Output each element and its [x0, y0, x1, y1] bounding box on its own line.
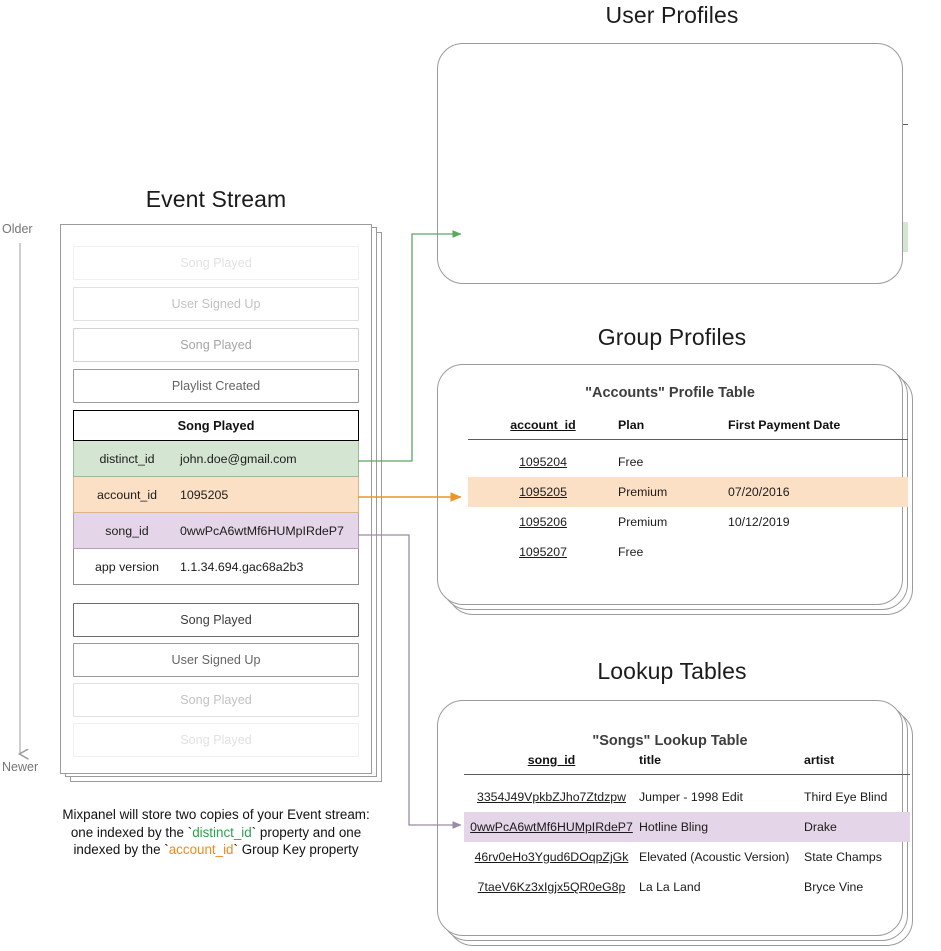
accounts-col-account-id: account_id [468, 418, 618, 440]
property-key: account_id [97, 487, 157, 502]
cell-account-id: 1095206 [519, 515, 567, 529]
accounts-table-title: "Accounts" Profile Table [585, 385, 755, 401]
users-profile-card [437, 43, 903, 284]
event-item[interactable]: Song Played [73, 683, 359, 717]
property-key: distinct_id [99, 451, 155, 466]
cell-title: Jumper - 1998 Edit [639, 790, 743, 804]
cell-plan: Free [618, 455, 644, 469]
cell-song-id: 0wwPcA6wtMf6HUMpIRdeP7 [464, 812, 639, 842]
cell-plan: Premium [618, 477, 728, 507]
cell-plan: Premium [618, 515, 668, 529]
cell-title: Hotline Bling [639, 812, 804, 842]
table-row[interactable]: 7taeV6Kz3xIgjx5QR0eG8p La La Land Bryce … [464, 872, 910, 902]
cell-first-payment-date: 10/12/2019 [728, 515, 790, 529]
lookup-tables-title: Lookup Tables [597, 658, 747, 684]
event-property-song-id[interactable]: song_id 0wwPcA6wtMf6HUMpIRdeP7 [73, 513, 359, 549]
caption-line-3-suffix: ` Group Key property [233, 842, 359, 857]
table-row[interactable]: 1095204 Free [468, 447, 908, 477]
cell-song-id: 46rv0eHo3Ygud6DOqpZjGk [474, 850, 629, 864]
table-row[interactable]: 1095207 Free [468, 537, 908, 567]
event-stream-list: Song Played User Signed Up Song Played P… [60, 224, 372, 774]
caption-line-3: indexed by the `account_id` Group Key pr… [28, 841, 404, 859]
group-profiles-title: Group Profiles [597, 324, 747, 350]
event-item[interactable]: Song Played [73, 246, 359, 280]
table-header-row: account_id Plan First Payment Date [468, 418, 908, 440]
cell-first-payment-date: 07/20/2016 [728, 477, 908, 507]
table-row[interactable]: 46rv0eHo3Ygud6DOqpZjGk Elevated (Acousti… [464, 842, 910, 872]
event-item[interactable]: User Signed Up [73, 643, 359, 677]
cell-song-id: 7taeV6Kz3xIgjx5QR0eG8p [477, 880, 626, 894]
cell-artist: Third Eye Blind [804, 790, 888, 804]
caption-line-2-prefix: one indexed by the ` [70, 824, 193, 840]
property-key: app version [94, 559, 160, 574]
event-property-account-id[interactable]: account_id 1095205 [73, 477, 359, 513]
event-item[interactable]: Song Played [73, 328, 359, 362]
focused-event-name: Song Played [73, 410, 359, 441]
cell-title: Elevated (Acoustic Version) [639, 850, 790, 864]
event-item[interactable]: User Signed Up [73, 287, 359, 321]
songs-lookup-table: song_id title artist 3354J49VpkbZJho7Ztd… [464, 753, 910, 902]
event-stream-caption: Mixpanel will store two copies of your E… [28, 806, 404, 859]
accounts-profile-table: account_id Plan First Payment Date 10952… [468, 418, 908, 567]
table-row[interactable]: 3354J49VpkbZJho7Ztdzpw Jumper - 1998 Edi… [464, 782, 910, 812]
songs-col-title: title [639, 753, 804, 775]
cell-first-payment-date [728, 447, 908, 477]
accounts-col-plan: Plan [618, 418, 728, 440]
property-value: 0wwPcA6wtMf6HUMpIRdeP7 [180, 523, 344, 538]
cell-plan: Free [618, 545, 644, 559]
cell-account-id: 1095205 [468, 477, 618, 507]
cell-artist: Drake [804, 812, 910, 842]
cell-account-id: 1095204 [519, 455, 567, 469]
cell-account-id: 1095207 [519, 545, 567, 559]
event-item[interactable]: Song Played [73, 603, 359, 637]
caption-line-1: Mixpanel will store two copies of your E… [62, 807, 370, 822]
caption-line-3-prefix: indexed by the ` [73, 842, 169, 857]
event-item[interactable]: Playlist Created [73, 369, 359, 403]
event-property-app-version[interactable]: app version 1.1.34.694.gac68a2b3 [73, 549, 359, 585]
caption-line-2: one indexed by the `distinct_id` propert… [28, 824, 404, 842]
caption-line-2-suffix: ` property and one [251, 824, 362, 840]
event-item[interactable]: Song Played [73, 723, 359, 757]
cell-artist: Bryce Vine [804, 880, 864, 894]
axis-label-newer: Newer [2, 760, 39, 774]
songs-col-song-id: song_id [464, 753, 639, 775]
cell-artist: State Champs [804, 850, 882, 864]
caption-token-account-id: account_id [168, 842, 234, 857]
axis-label-older: Older [2, 222, 33, 236]
cell-song-id: 3354J49VpkbZJho7Ztdzpw [476, 790, 627, 804]
focused-event-card[interactable]: Song Played distinct_id john.doe@gmail.c… [73, 410, 359, 585]
cell-title: La La Land [639, 880, 701, 894]
songs-col-artist: artist [804, 753, 910, 775]
table-header-row: song_id title artist [464, 753, 910, 775]
property-value: 1095205 [180, 487, 229, 502]
cell-first-payment-date [728, 537, 908, 567]
user-profiles-title: User Profiles [605, 2, 739, 28]
caption-token-distinct-id: distinct_id [192, 824, 252, 840]
property-value: john.doe@gmail.com [180, 451, 297, 466]
property-key: song_id [105, 523, 149, 538]
songs-table-title: "Songs" Lookup Table [592, 733, 748, 749]
user-profiles-card-stack [437, 43, 907, 288]
event-stream-title: Event Stream [145, 186, 287, 212]
accounts-col-first-payment-date: First Payment Date [728, 418, 908, 440]
table-row-highlighted[interactable]: 0wwPcA6wtMf6HUMpIRdeP7 Hotline Bling Dra… [464, 812, 910, 842]
table-row[interactable]: 1095206 Premium 10/12/2019 [468, 507, 908, 537]
property-value: 1.1.34.694.gac68a2b3 [180, 559, 304, 574]
table-row-highlighted[interactable]: 1095205 Premium 07/20/2016 [468, 477, 908, 507]
event-property-distinct-id[interactable]: distinct_id john.doe@gmail.com [73, 441, 359, 477]
